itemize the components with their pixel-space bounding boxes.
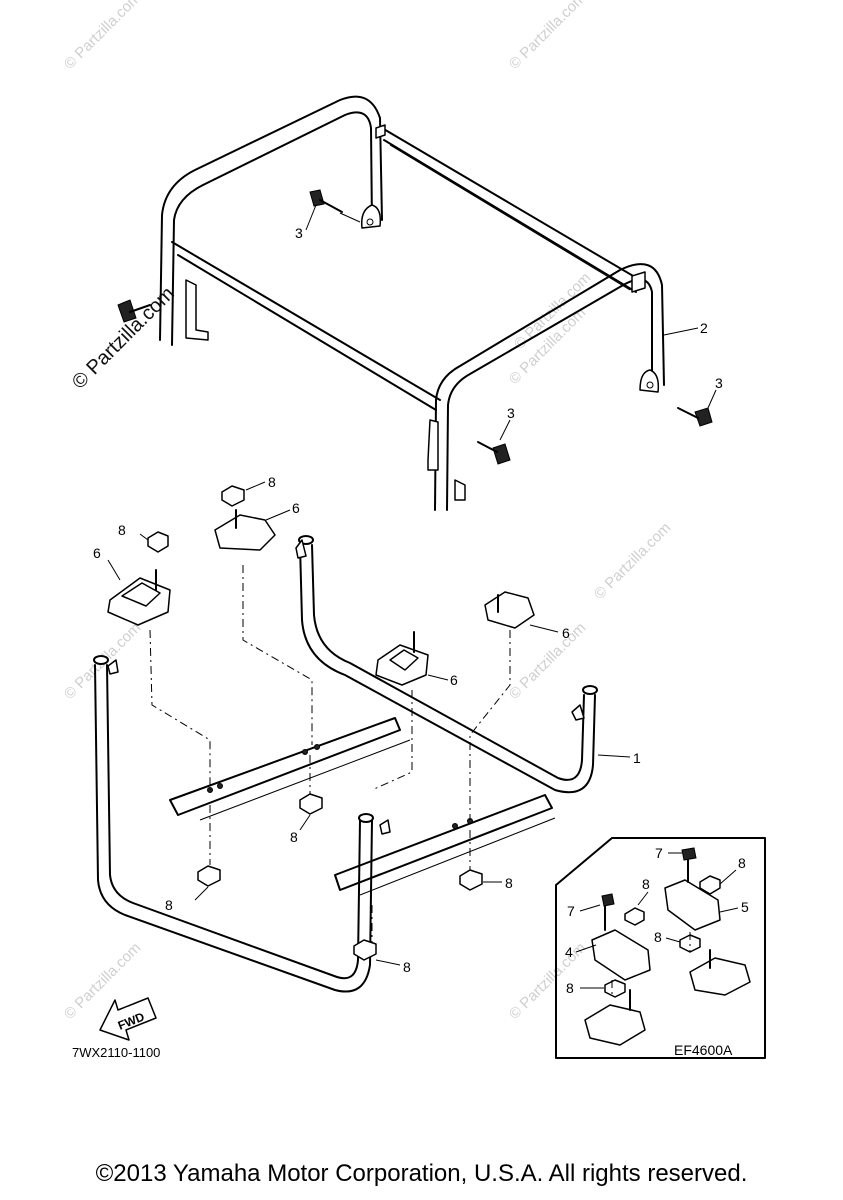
callout-6: 6 <box>93 545 101 561</box>
nut-part-8 <box>147 485 483 961</box>
callout-3: 3 <box>507 405 515 421</box>
callout-8: 8 <box>118 522 126 538</box>
lower-frame-part-1 <box>93 535 598 993</box>
copyright-notice: ©2013 Yamaha Motor Corporation, U.S.A. A… <box>95 1160 748 1187</box>
rubber-mount-part-6 <box>107 509 535 686</box>
callout-7: 7 <box>655 845 663 861</box>
callout-8: 8 <box>566 980 574 996</box>
callout-8: 8 <box>268 474 276 490</box>
callout-8: 8 <box>642 876 650 892</box>
variant-inset <box>555 837 766 1059</box>
callout-7: 7 <box>567 903 575 919</box>
callout-8: 8 <box>654 929 662 945</box>
bolt-part-3 <box>117 189 713 465</box>
assembly-guide-lines <box>149 565 511 945</box>
upper-frame-part-2 <box>159 95 665 511</box>
leader-lines <box>107 204 717 966</box>
callout-8: 8 <box>290 829 298 845</box>
callout-3: 3 <box>295 225 303 241</box>
callout-8: 8 <box>738 855 746 871</box>
callout-4: 4 <box>565 944 573 960</box>
callout-8: 8 <box>403 959 411 975</box>
callout-labels: 1 2 3 3 3 6 6 6 6 8 8 8 8 8 8 7 8 8 7 5 … <box>93 225 749 996</box>
watermark-layer: © Partzilla.com © Partzilla.com © Partzi… <box>61 0 674 1023</box>
watermark-text: © Partzilla.com <box>506 0 589 73</box>
callout-2: 2 <box>700 320 708 336</box>
watermark-text: © Partzilla.com <box>61 0 144 73</box>
callout-6: 6 <box>450 672 458 688</box>
watermark-text: © Partzilla.com <box>506 619 589 702</box>
watermark-text: © Partzilla.com <box>591 519 674 602</box>
callout-6: 6 <box>562 625 570 641</box>
watermark-text: © Partzilla.com <box>68 283 179 394</box>
callout-6: 6 <box>292 500 300 516</box>
variant-code: EF4600A <box>674 1042 733 1058</box>
fwd-arrow-icon: FWD <box>99 997 157 1041</box>
callout-8: 8 <box>165 897 173 913</box>
callout-1: 1 <box>633 750 641 766</box>
diagram-code: 7WX2110-1100 <box>72 1045 161 1060</box>
callout-3: 3 <box>715 375 723 391</box>
callout-8: 8 <box>505 875 513 891</box>
callout-5: 5 <box>741 899 749 915</box>
